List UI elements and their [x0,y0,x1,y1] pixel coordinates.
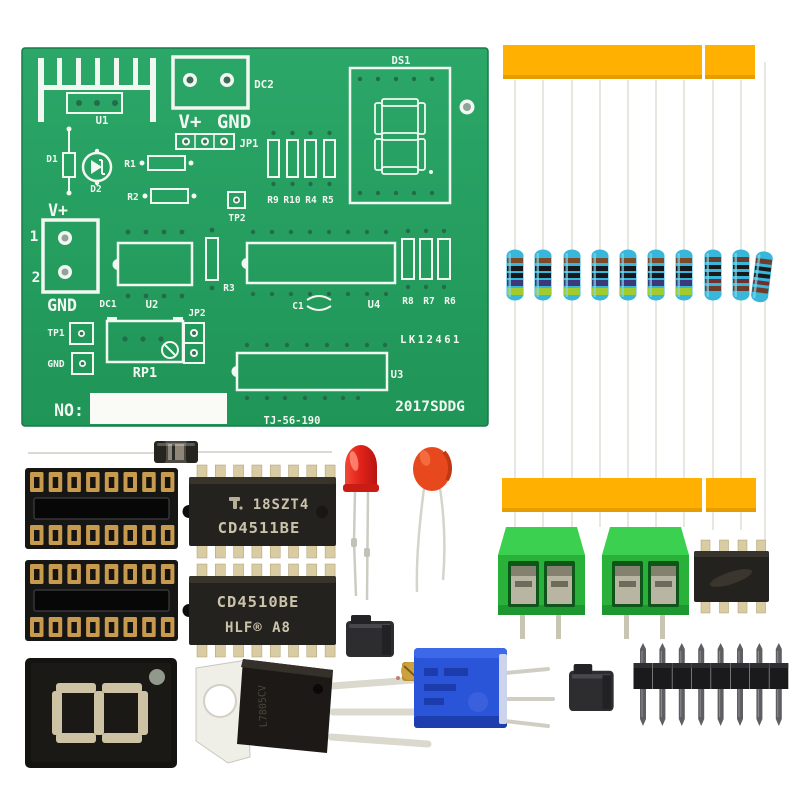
pcb-r3-footprint [205,237,219,281]
pin-header [633,642,789,727]
pcb-label-r3: R3 [223,283,235,294]
resistor-bundle [502,45,774,568]
pcb-serial-box [90,393,227,424]
tape-strip-top [503,45,755,79]
ceramic-capacitor [413,447,453,593]
pcb-label-pad2: 2 [32,270,41,286]
pcb-label-c1: C1 [292,301,304,312]
pcb-label-r5: R5 [322,195,334,206]
regulator-marking: L7805CV [257,685,269,728]
tape-strip-bottom [502,478,756,512]
pcb-label-u2: U2 [146,299,159,311]
pcb-r8r7r6-footprint [401,238,451,280]
pcb-c1-footprint [306,295,332,311]
ti-logo [229,497,243,510]
decimal-point [149,669,165,685]
pcb-tp1-footprint [69,322,94,345]
pcb-label-vplus-top: V+ [179,111,202,133]
pcb-label-dc2: DC2 [254,78,274,91]
pcb-label-gnd-left: GND [47,296,77,315]
ic-socket-1 [24,467,179,550]
pcb-label-jp2: JP2 [188,308,205,319]
pcb-label-u3: U3 [391,369,404,381]
pcb-label-model: TJ-56-190 [264,415,321,427]
pcb-label-vplus-left: V+ [48,201,68,220]
pcb-tp2-footprint [227,191,246,209]
ic-cd4510: CD4510BE HLF® A8 [182,563,337,658]
pcb-label-u1: U1 [96,115,109,127]
ic2-marking-line1: CD4510BE [217,593,300,611]
dip8-ic [694,539,769,614]
pcb-label-rev: 2017SDDG [395,399,465,415]
pcb-gnd-tp-footprint [71,352,94,375]
pcb-label-r2: R2 [127,192,138,203]
pcb-label-u4: U4 [368,299,381,311]
jumper-cap-2 [569,664,614,712]
pcb-label-r10: R10 [283,195,300,206]
trimmer-potentiometer [401,648,555,728]
ic-cd4511: 18SZT4 CD4511BE [182,464,337,559]
pcb-label-dc1: DC1 [99,299,116,310]
terminal-block-2 [602,527,689,639]
zener-diode [28,441,332,463]
pcb-label-ds1: DS1 [392,55,411,67]
pcb-label-gnd-top: GND [217,111,251,133]
pcb-dc2-footprint [171,55,250,110]
digit-segments [52,683,148,743]
pcb-r1-footprint [139,155,194,171]
pcb-r2-footprint [142,188,197,204]
jumper-cap-1 [346,615,394,657]
pcb-jp2-footprint [183,322,205,364]
pcb-r9r10r4r5-footprint [267,139,336,178]
pcb-label-r6: R6 [444,296,456,307]
resistors [506,249,774,304]
pcb-label-d2: D2 [90,184,101,195]
pcb-jp1-footprint [175,133,235,150]
pcb-power-footprint [41,218,100,294]
pcb: U1 DC2 V+ GND JP1 D1 D2 R1 R2 TP2 [21,47,489,427]
pcb-ds1-footprint [348,66,452,205]
ic1-marking-line2: CD4511BE [218,519,301,537]
pcb-d1-footprint [62,131,76,191]
pcb-label-rp1: RP1 [133,365,157,381]
voltage-regulator: L7805CV [195,659,436,764]
pcb-label-r8: R8 [402,296,414,307]
pcb-ds1-digit [374,98,426,175]
pcb-label-tp2: TP2 [228,213,245,224]
seven-segment-display [25,658,177,768]
pcb-label-tp1: TP1 [47,328,64,339]
pcb-label-d1: D1 [46,154,58,165]
pcb-label-pad1: 1 [30,229,39,245]
ic-socket-2 [24,559,179,642]
pcb-label-r4: R4 [305,195,317,206]
pcb-label-r9: R9 [267,195,279,206]
pcb-label-gnd-tp: GND [47,359,64,370]
pcb-label-r7: R7 [423,296,434,307]
pcb-d2-footprint [81,148,113,186]
pcb-label-r1: R1 [124,159,136,170]
pcb-board [21,47,489,427]
pcb-label-no: NO: [54,401,84,420]
pcb-label-jp1: JP1 [240,138,259,150]
ic2-marking-line2: HLF® A8 [225,620,291,636]
ic1-marking-line1: 18SZT4 [253,497,310,513]
pcb-heatsink-u1 [38,58,156,122]
terminal-block-1 [498,527,585,639]
pcb-label-batch: LK12461 [400,334,462,346]
led-red [343,445,379,601]
